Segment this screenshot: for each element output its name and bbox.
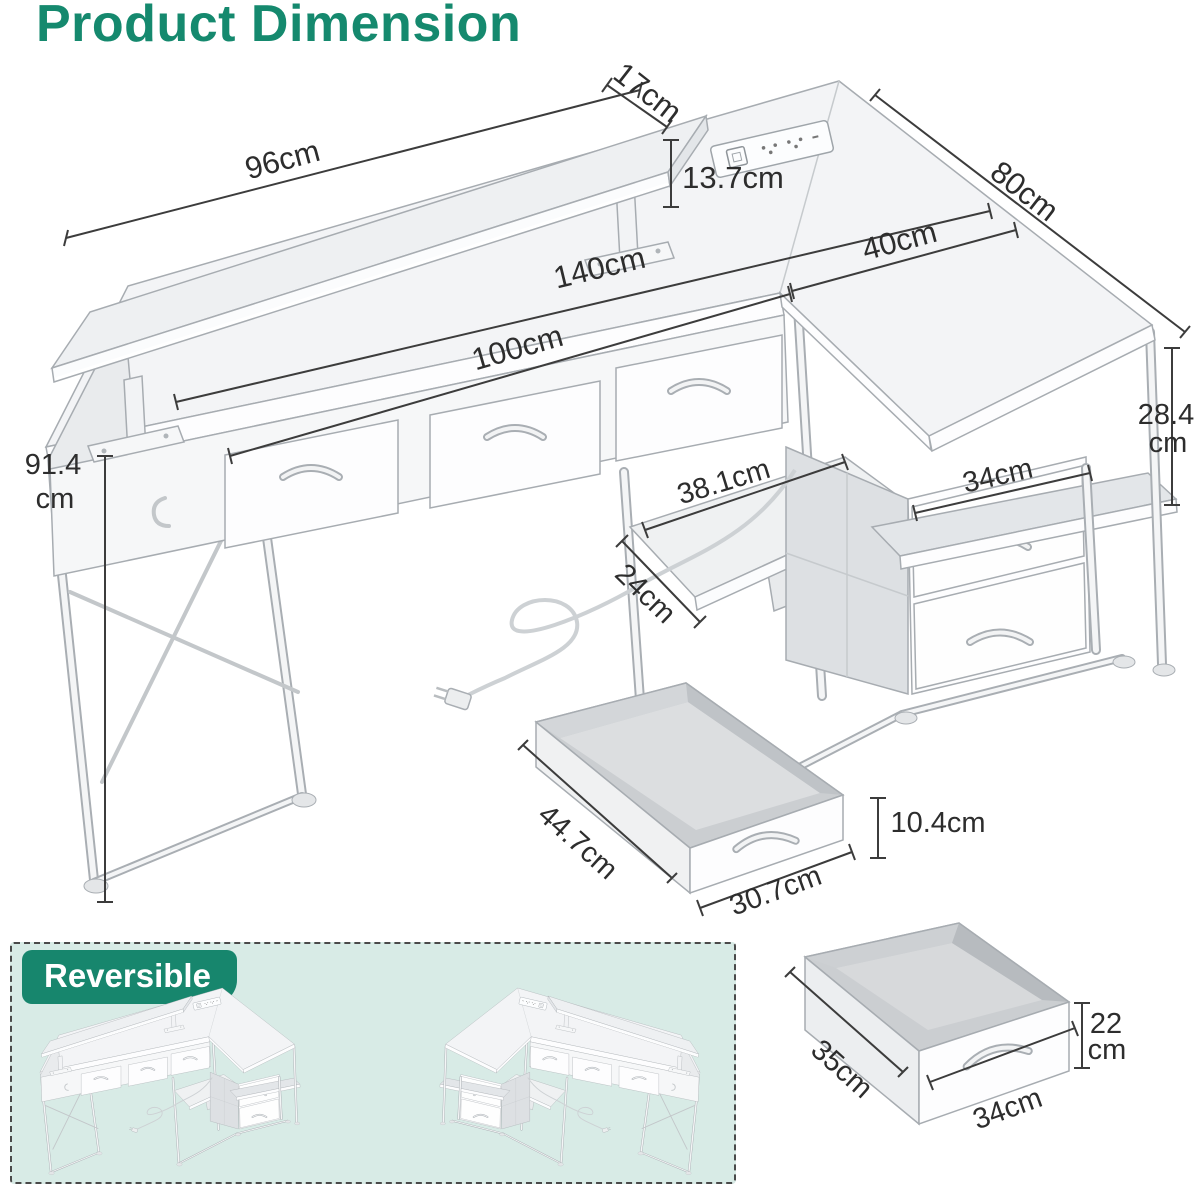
dim-open-shelf-height-value: 28.4 bbox=[1138, 399, 1194, 431]
dim-monitor-shelf-height: 13.7cm bbox=[682, 160, 784, 195]
power-strip bbox=[709, 119, 835, 179]
page-title: Product Dimension bbox=[36, 0, 522, 53]
monitor-shelf bbox=[50, 113, 709, 463]
front-drawers bbox=[47, 309, 789, 577]
dim-top-drawer-height: 10.4cm bbox=[890, 807, 985, 839]
power-plug bbox=[433, 686, 472, 711]
mini-desk-left bbox=[38, 986, 302, 1176]
dim-desk-height-unit: cm bbox=[36, 483, 75, 515]
side-hook bbox=[151, 496, 171, 528]
dim-monitor-shelf-width: 96cm bbox=[241, 133, 323, 186]
desk-illustration bbox=[44, 80, 1178, 894]
power-cord bbox=[433, 468, 797, 711]
mini-desk-right bbox=[438, 986, 702, 1176]
dim-file-drawer-height-value: 22 bbox=[1090, 1008, 1122, 1040]
dim-file-drawer-height-unit: cm bbox=[1088, 1034, 1127, 1066]
dim-desk-height-value: 91.4 bbox=[25, 449, 81, 481]
open-shelf bbox=[870, 472, 1178, 570]
dim-open-shelf-height-unit: cm bbox=[1149, 427, 1188, 459]
desk-right-legs bbox=[1081, 327, 1176, 677]
deep-drawer-illustration: 35cm 22 cm 34cm bbox=[784, 922, 1127, 1136]
